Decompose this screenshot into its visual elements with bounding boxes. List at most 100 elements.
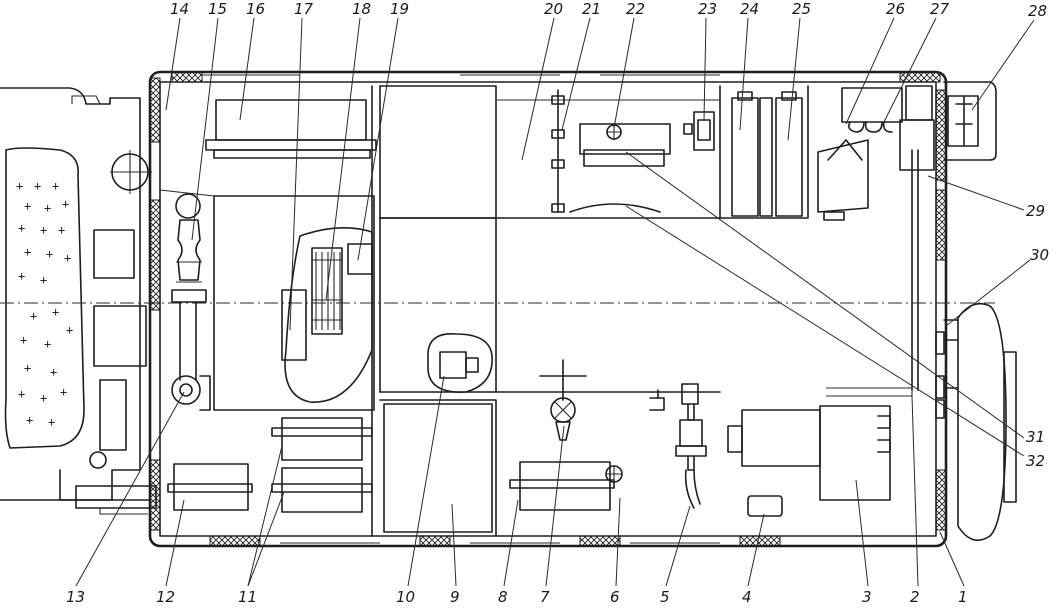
cabinet-9 — [383, 403, 493, 533]
leader-lines — [75, 17, 1035, 587]
callout-26: 26 — [886, 0, 905, 18]
callout-6: 6 — [610, 588, 620, 606]
unit-10 — [427, 333, 493, 393]
body-shell — [148, 70, 948, 548]
wall-insulation — [579, 535, 621, 547]
wall-insulation — [209, 535, 261, 547]
svg-text:+: + — [18, 269, 25, 283]
tap-5 — [649, 383, 707, 509]
svg-text:+: + — [18, 387, 25, 401]
callout-14: 14 — [170, 0, 189, 18]
svg-text:+: + — [34, 179, 41, 193]
callout-22: 22 — [626, 0, 645, 18]
wall-insulation — [935, 189, 947, 261]
callout-28: 28 — [1028, 2, 1047, 20]
svg-text:+: + — [24, 245, 31, 259]
svg-text:+: + — [18, 221, 25, 235]
svg-text:+: + — [44, 201, 51, 215]
callout-29: 29 — [1026, 202, 1045, 220]
wall-insulation — [739, 535, 781, 547]
callout-24: 24 — [740, 0, 759, 18]
callout-20: 20 — [544, 0, 563, 18]
valve-7 — [539, 359, 587, 441]
svg-text:+: + — [52, 179, 59, 193]
wall-insulation — [935, 469, 947, 531]
callout-25: 25 — [792, 0, 811, 18]
wall-insulation — [149, 199, 161, 311]
frame-29 — [899, 85, 935, 171]
callout-15: 15 — [208, 0, 227, 18]
door-28 — [943, 81, 997, 161]
box-23 — [683, 111, 715, 151]
wall-insulation — [419, 535, 451, 547]
driveshaft-15 — [171, 193, 211, 411]
svg-text:+: + — [44, 337, 51, 351]
callout-19: 19 — [390, 0, 409, 18]
callout-18: 18 — [352, 0, 371, 18]
svg-text:+: + — [50, 365, 57, 379]
bench-16 — [205, 99, 377, 159]
svg-text:+: + — [40, 391, 47, 405]
callout-9: 9 — [450, 588, 460, 606]
spare-wheel-1 — [935, 302, 1017, 542]
callout-labels: 14 15 16 17 18 19 20 21 22 23 24 25 26 2… — [66, 0, 1049, 606]
svg-text:+: + — [66, 323, 73, 337]
wall-insulation — [899, 71, 941, 83]
battery-24 — [731, 91, 773, 217]
tank-27 — [817, 139, 869, 221]
table-22 — [579, 123, 671, 167]
callout-32: 32 — [1026, 452, 1045, 470]
wall-insulation — [149, 459, 161, 531]
callout-27: 27 — [930, 0, 950, 18]
callout-5: 5 — [660, 588, 670, 606]
callout-13: 13 — [66, 588, 85, 606]
svg-text:+: + — [16, 179, 23, 193]
wall-insulation — [171, 71, 203, 83]
svg-text:+: + — [46, 247, 53, 261]
arch-marker — [569, 203, 661, 213]
callout-4: 4 — [742, 588, 752, 606]
partitions — [159, 85, 919, 537]
callout-23: 23 — [698, 0, 717, 18]
callout-30: 30 — [1030, 246, 1049, 264]
cab-plus-marks: + + + + + + + + + + + + + + + + + + + + … — [16, 179, 73, 429]
svg-text:+: + — [60, 385, 67, 399]
svg-text:+: + — [26, 413, 33, 427]
box-4 — [747, 495, 783, 517]
callout-3: 3 — [862, 588, 872, 606]
callout-12: 12 — [156, 588, 175, 606]
svg-text:+: + — [20, 333, 27, 347]
svg-text:+: + — [30, 309, 37, 323]
svg-text:+: + — [64, 251, 71, 265]
svg-text:+: + — [40, 223, 47, 237]
battery-25 — [775, 91, 803, 217]
tractor-cab: + + + + + + + + + + + + + + + + + + + + … — [0, 87, 157, 515]
heater-3 — [727, 405, 891, 501]
callout-21: 21 — [582, 0, 601, 18]
svg-text:+: + — [52, 305, 59, 319]
svg-text:+: + — [24, 361, 31, 375]
callout-31: 31 — [1026, 428, 1045, 446]
svg-text:+: + — [24, 199, 31, 213]
table-8 — [509, 461, 623, 511]
callout-1: 1 — [958, 588, 968, 606]
callout-10: 10 — [396, 588, 415, 606]
callout-16: 16 — [246, 0, 265, 18]
seat-12 — [167, 463, 253, 511]
svg-text:+: + — [58, 223, 65, 237]
wall-insulation — [935, 89, 947, 181]
callout-7: 7 — [540, 588, 550, 606]
svg-text:+: + — [40, 273, 47, 287]
generator-17 — [281, 227, 373, 403]
svg-text:+: + — [62, 197, 69, 211]
svg-text:+: + — [48, 415, 55, 429]
rack-21 — [551, 89, 565, 213]
bench-11 — [271, 417, 373, 513]
callout-11: 11 — [238, 588, 257, 606]
callout-2: 2 — [910, 588, 920, 606]
stove-26 — [841, 87, 903, 133]
callout-17: 17 — [294, 0, 314, 18]
wall-insulation — [149, 77, 161, 143]
callout-8: 8 — [498, 588, 508, 606]
